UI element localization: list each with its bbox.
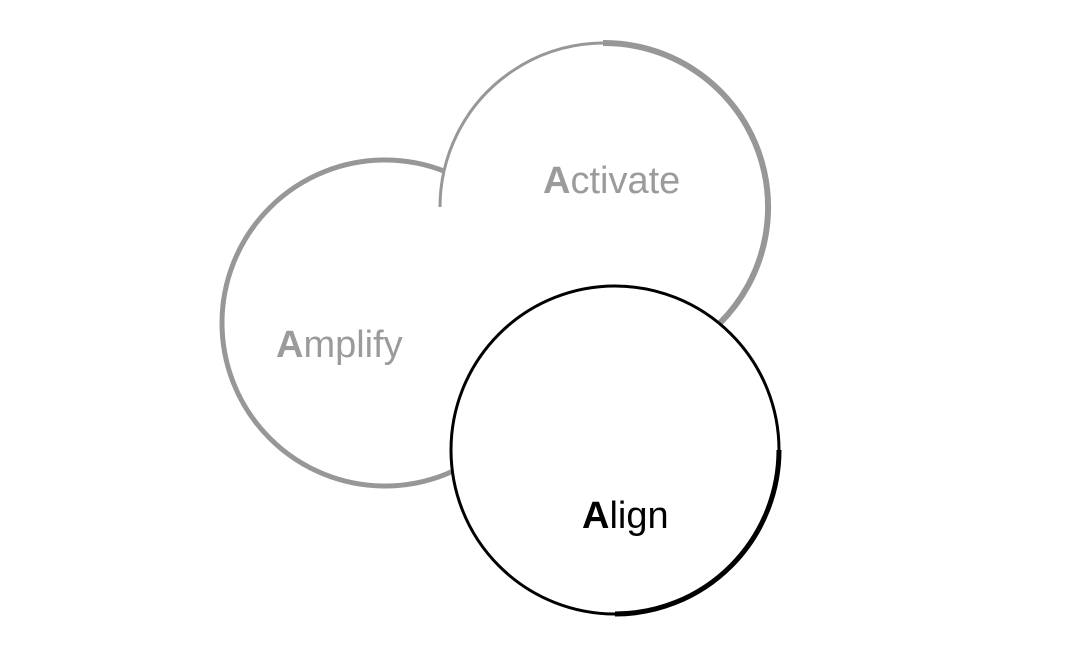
- circle-align-rest: lign: [609, 495, 668, 537]
- circle-activate-initial: A: [543, 160, 570, 202]
- circle-amplify-label: Amplify: [276, 324, 403, 366]
- circle-align-shadow-edge: [614, 449, 782, 617]
- circle-activate-rest: ctivate: [570, 160, 680, 202]
- circle-align-initial: A: [582, 495, 609, 537]
- circle-amplify-rest: mplify: [303, 324, 402, 366]
- circle-amplify-initial: A: [276, 324, 303, 366]
- circle-align-label: Align: [582, 495, 669, 537]
- circle-activate-label: Activate: [543, 160, 680, 202]
- circle-activate-shadow-edge: [602, 39, 772, 326]
- circle-activate: Activate: [438, 39, 772, 372]
- circle-align: Align: [449, 284, 782, 617]
